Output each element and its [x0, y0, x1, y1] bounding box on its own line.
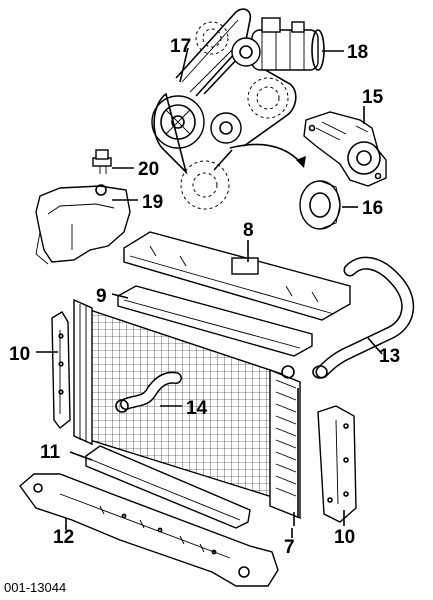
- radiator-upper-seal: [117, 285, 313, 357]
- callout-15: 15: [362, 87, 384, 108]
- callout-16: 16: [362, 198, 383, 219]
- water-pump-pulley: [299, 180, 341, 230]
- callout-12: 12: [53, 527, 74, 548]
- callout-13: 13: [379, 346, 400, 367]
- callout-17: 17: [170, 36, 191, 57]
- callout-10-right: 10: [334, 527, 355, 548]
- callout-19: 19: [142, 192, 163, 213]
- drive-belt-assembly: [151, 8, 297, 210]
- lower-radiator-hose: [115, 371, 182, 413]
- water-pump: [303, 111, 387, 187]
- radiator-lower-seal: [85, 445, 251, 529]
- leader-lines: [36, 47, 383, 538]
- callout-7: 7: [284, 537, 295, 558]
- upper-radiator-hose: [312, 256, 415, 379]
- radiator-side-bracket-left: [51, 311, 71, 429]
- belt-tensioner-pulley: [210, 112, 242, 144]
- callout-14: 14: [186, 398, 208, 419]
- alternator: [231, 17, 325, 71]
- upper-idler-pulley: [195, 21, 229, 55]
- power-steering-pulley: [247, 77, 289, 119]
- callout-9: 9: [96, 286, 107, 307]
- figure-code: 001-13044: [4, 580, 66, 595]
- serpentine-belt: [153, 8, 297, 175]
- callout-10-left: 10: [9, 344, 30, 365]
- callout-20: 20: [138, 159, 159, 180]
- callout-11: 11: [40, 442, 61, 463]
- radiator-upper-support: [123, 231, 351, 321]
- reservoir-cap: [92, 149, 112, 174]
- callout-18: 18: [347, 42, 368, 63]
- callout-8: 8: [243, 220, 254, 241]
- assembly-arrow: [229, 143, 303, 165]
- coolant-reservoir: [35, 184, 131, 265]
- radiator-side-bracket-right: [317, 405, 357, 523]
- callout-labels: 17 18 15 20 19 16 8 9 10 13 14 11 12 7 1…: [4, 36, 400, 595]
- radiator: [73, 298, 301, 526]
- lower-pulley: [180, 160, 230, 210]
- radiator-lower-support: [19, 473, 279, 587]
